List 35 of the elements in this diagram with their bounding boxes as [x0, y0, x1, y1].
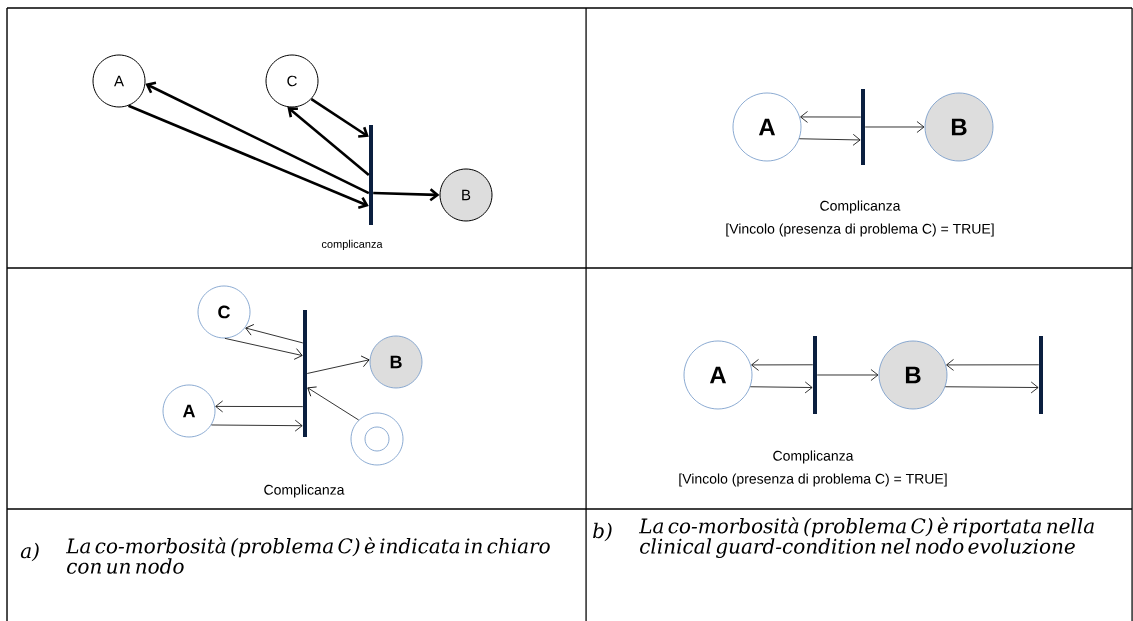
transition-label: complicanza	[321, 239, 383, 251]
arrow	[749, 381, 813, 394]
arrow	[215, 400, 304, 413]
transition-bar	[1039, 336, 1043, 414]
arrow	[224, 337, 303, 360]
arrow	[798, 133, 861, 146]
arrow	[864, 121, 925, 133]
transition-bar	[813, 336, 817, 414]
arrow	[306, 355, 370, 374]
caption-text: La co-morbosità (problema C) è indicata in chiaro con un nodo	[65, 537, 550, 574]
transition-label: Complicanza	[264, 484, 345, 498]
transition-label: [Vincolo (presenza di problema C) = TRUE]	[726, 223, 994, 237]
transition-label: Complicanza	[773, 450, 854, 464]
arrow	[816, 369, 879, 381]
arrow	[751, 359, 814, 371]
arrow	[307, 386, 360, 421]
arrow	[145, 81, 370, 195]
transition-bar	[861, 89, 865, 165]
arrow	[946, 359, 1040, 371]
arrow	[944, 381, 1039, 394]
arrow	[128, 104, 369, 209]
item-marker: a)	[20, 542, 39, 562]
arrow	[373, 188, 440, 202]
transition-bar	[369, 125, 373, 225]
arrow	[245, 324, 304, 344]
arrow	[211, 419, 303, 432]
arrow	[310, 97, 369, 138]
arrow	[287, 107, 370, 176]
caption-text: La co-morbosità (problema C) è riportata nella clinical guard-condition nel nodo evoluzione	[638, 517, 1094, 558]
transition-bar	[303, 310, 307, 437]
transition-label: Complicanza	[820, 200, 901, 214]
final-state-circle	[350, 412, 404, 466]
transition-label: [Vincolo (presenza di problema C) = TRUE]	[679, 473, 947, 487]
item-marker: b)	[593, 522, 612, 542]
arrow	[800, 111, 862, 123]
